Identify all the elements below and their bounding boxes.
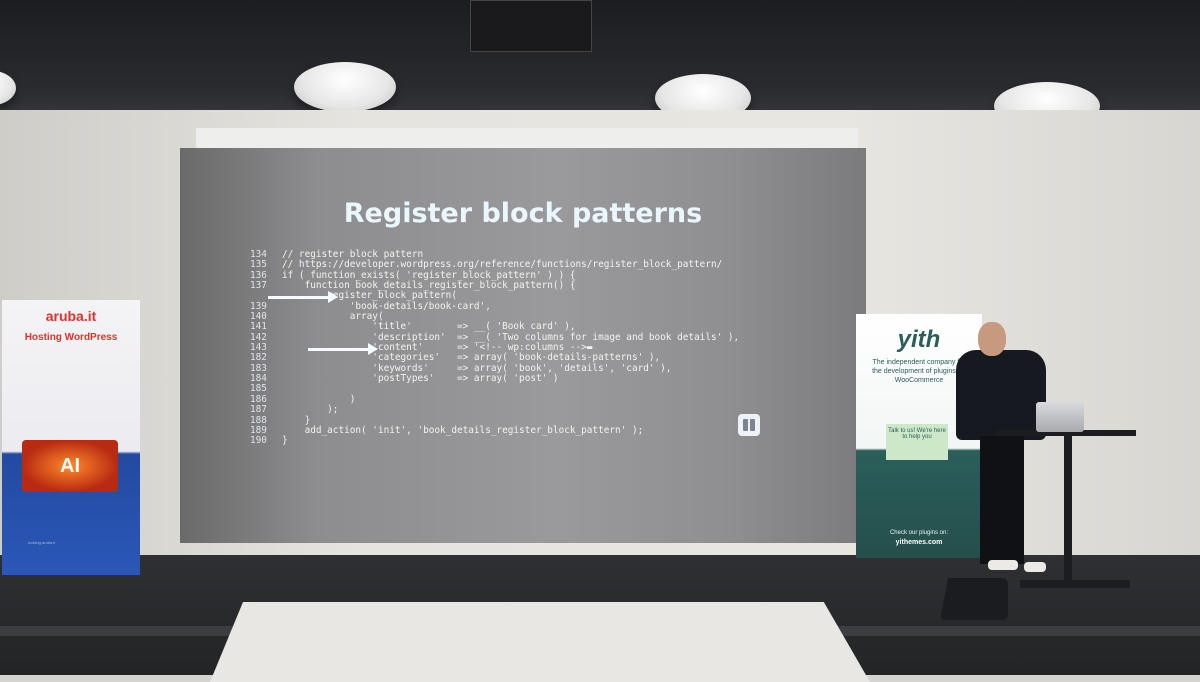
line-number: 140 bbox=[250, 311, 267, 323]
code-text: 'description' => __( 'Two columns for im… bbox=[282, 331, 740, 343]
code-text: ) bbox=[282, 393, 356, 405]
code-line: 135 // https://developer.wordpress.org/re… bbox=[250, 259, 739, 271]
line-number: 183 bbox=[250, 362, 267, 374]
code-text: array( bbox=[282, 311, 384, 323]
code-text: 'book-details/book-card', bbox=[282, 300, 491, 312]
foreground-table bbox=[210, 602, 870, 682]
line-number: 137 bbox=[250, 280, 267, 292]
code-text: } bbox=[282, 435, 288, 447]
line-number: 141 bbox=[250, 321, 267, 333]
code-line: 186 ) bbox=[250, 393, 739, 405]
line-number: 185 bbox=[250, 383, 267, 395]
aruba-brand: aruba.it bbox=[45, 308, 97, 324]
code-text: 'categories' => array( 'book-details-pat… bbox=[282, 352, 661, 364]
line-number: 186 bbox=[250, 393, 267, 405]
podium-leg bbox=[1064, 434, 1072, 584]
slide-title: Register block patterns bbox=[343, 198, 703, 229]
line-number: 187 bbox=[250, 404, 267, 416]
line-number: 139 bbox=[250, 300, 267, 312]
speaker-shoe bbox=[988, 560, 1018, 570]
code-text: if ( function_exists( 'register_block_pa… bbox=[282, 269, 576, 281]
podium-base bbox=[1020, 580, 1130, 588]
code-text: function book_details_register_block_pat… bbox=[282, 280, 576, 292]
code-listing: 134 // register block pattern 135 // https:… bbox=[250, 249, 740, 447]
aruba-ai-graphic: AI bbox=[22, 440, 118, 492]
line-number: 136 bbox=[250, 269, 267, 281]
conference-logo-icon bbox=[738, 414, 760, 436]
code-text: } bbox=[282, 414, 311, 426]
projection-screen: Register block patterns 134 // register b… bbox=[180, 148, 866, 543]
yith-tagline: The independent company for the developm… bbox=[872, 359, 966, 384]
aruba-rollup-banner: aruba.it Hosting WordPress AI hosting.ar… bbox=[2, 300, 140, 575]
code-line: 185 bbox=[250, 383, 739, 395]
line-number: 182 bbox=[250, 352, 267, 364]
code-line: 136 if ( function_exists( 'register_block… bbox=[250, 269, 739, 281]
code-text: 'title' => __( 'Book card' ), bbox=[282, 321, 576, 333]
code-text: // register block pattern bbox=[282, 249, 424, 260]
code-line: 188 } bbox=[250, 414, 739, 426]
code-line: 183 'keywords' => array( 'book', 'detail… bbox=[250, 362, 739, 374]
yith-url: yithemes.com bbox=[895, 539, 943, 546]
ceiling-lamp bbox=[294, 62, 396, 112]
code-line: 134 // register block pattern bbox=[250, 249, 739, 260]
laptop bbox=[1036, 402, 1084, 432]
code-line: 143 'content' => '<!-- wp:columns -->▬ bbox=[250, 342, 739, 354]
code-line: 187 ); bbox=[250, 404, 739, 416]
code-line: 140 array( bbox=[250, 311, 739, 323]
line-number: 142 bbox=[250, 331, 267, 343]
code-line: 137 function book_details_register_block… bbox=[250, 280, 739, 292]
line-number: 189 bbox=[250, 424, 267, 436]
line-number: 188 bbox=[250, 414, 267, 426]
arrow-icon bbox=[268, 291, 338, 303]
code-line: 189 add_action( 'init', 'book_details_re… bbox=[250, 424, 739, 436]
code-text: register_block_pattern( bbox=[282, 290, 457, 302]
code-line: register_block_pattern( bbox=[250, 291, 739, 301]
yith-cta: Check our plugins on: bbox=[889, 530, 949, 536]
projector bbox=[470, 0, 592, 52]
code-text: 'keywords' => array( 'book', 'details', … bbox=[282, 362, 672, 374]
line-number: 143 bbox=[250, 342, 267, 354]
stage-monitor-speaker bbox=[940, 578, 1008, 620]
arrow-icon bbox=[308, 343, 378, 355]
aruba-footer: hosting.aruba.it bbox=[28, 540, 56, 545]
code-line: 182 'categories' => array( 'book-details… bbox=[250, 352, 739, 364]
line-number: 135 bbox=[250, 259, 267, 271]
ceiling-lamp bbox=[0, 70, 16, 106]
line-number: 184 bbox=[250, 373, 267, 385]
speaker-torso bbox=[956, 350, 1046, 440]
line-number: 134 bbox=[250, 249, 267, 260]
yith-logo: yith bbox=[897, 326, 941, 353]
code-text: 'content' => '<!-- wp:columns -->▬ bbox=[282, 342, 593, 354]
code-text: ); bbox=[282, 404, 339, 416]
code-line: 142 'description' => __( 'Two columns fo… bbox=[250, 331, 740, 343]
code-line: 139 'book-details/book-card', bbox=[250, 300, 739, 312]
speaker-legs bbox=[980, 436, 1024, 564]
podium-top bbox=[996, 430, 1136, 436]
code-text: 'postTypes' => array( 'post' ) bbox=[282, 373, 559, 385]
code-line: 141 'title' => __( 'Book card' ), bbox=[250, 321, 739, 333]
speaker-head bbox=[978, 322, 1006, 356]
code-line: 190} bbox=[250, 435, 739, 447]
line-number: 190 bbox=[250, 435, 267, 447]
aruba-heading: Hosting WordPress bbox=[24, 332, 118, 343]
code-line: 184 'postTypes' => array( 'post' ) bbox=[250, 373, 739, 385]
code-text: // https://developer.wordpress.org/refer… bbox=[282, 259, 723, 271]
code-text: add_action( 'init', 'book_details_regist… bbox=[282, 424, 644, 436]
yith-talk-bubble: Talk to us! We're here to help you bbox=[886, 424, 948, 460]
speaker-shoe bbox=[1024, 562, 1046, 572]
